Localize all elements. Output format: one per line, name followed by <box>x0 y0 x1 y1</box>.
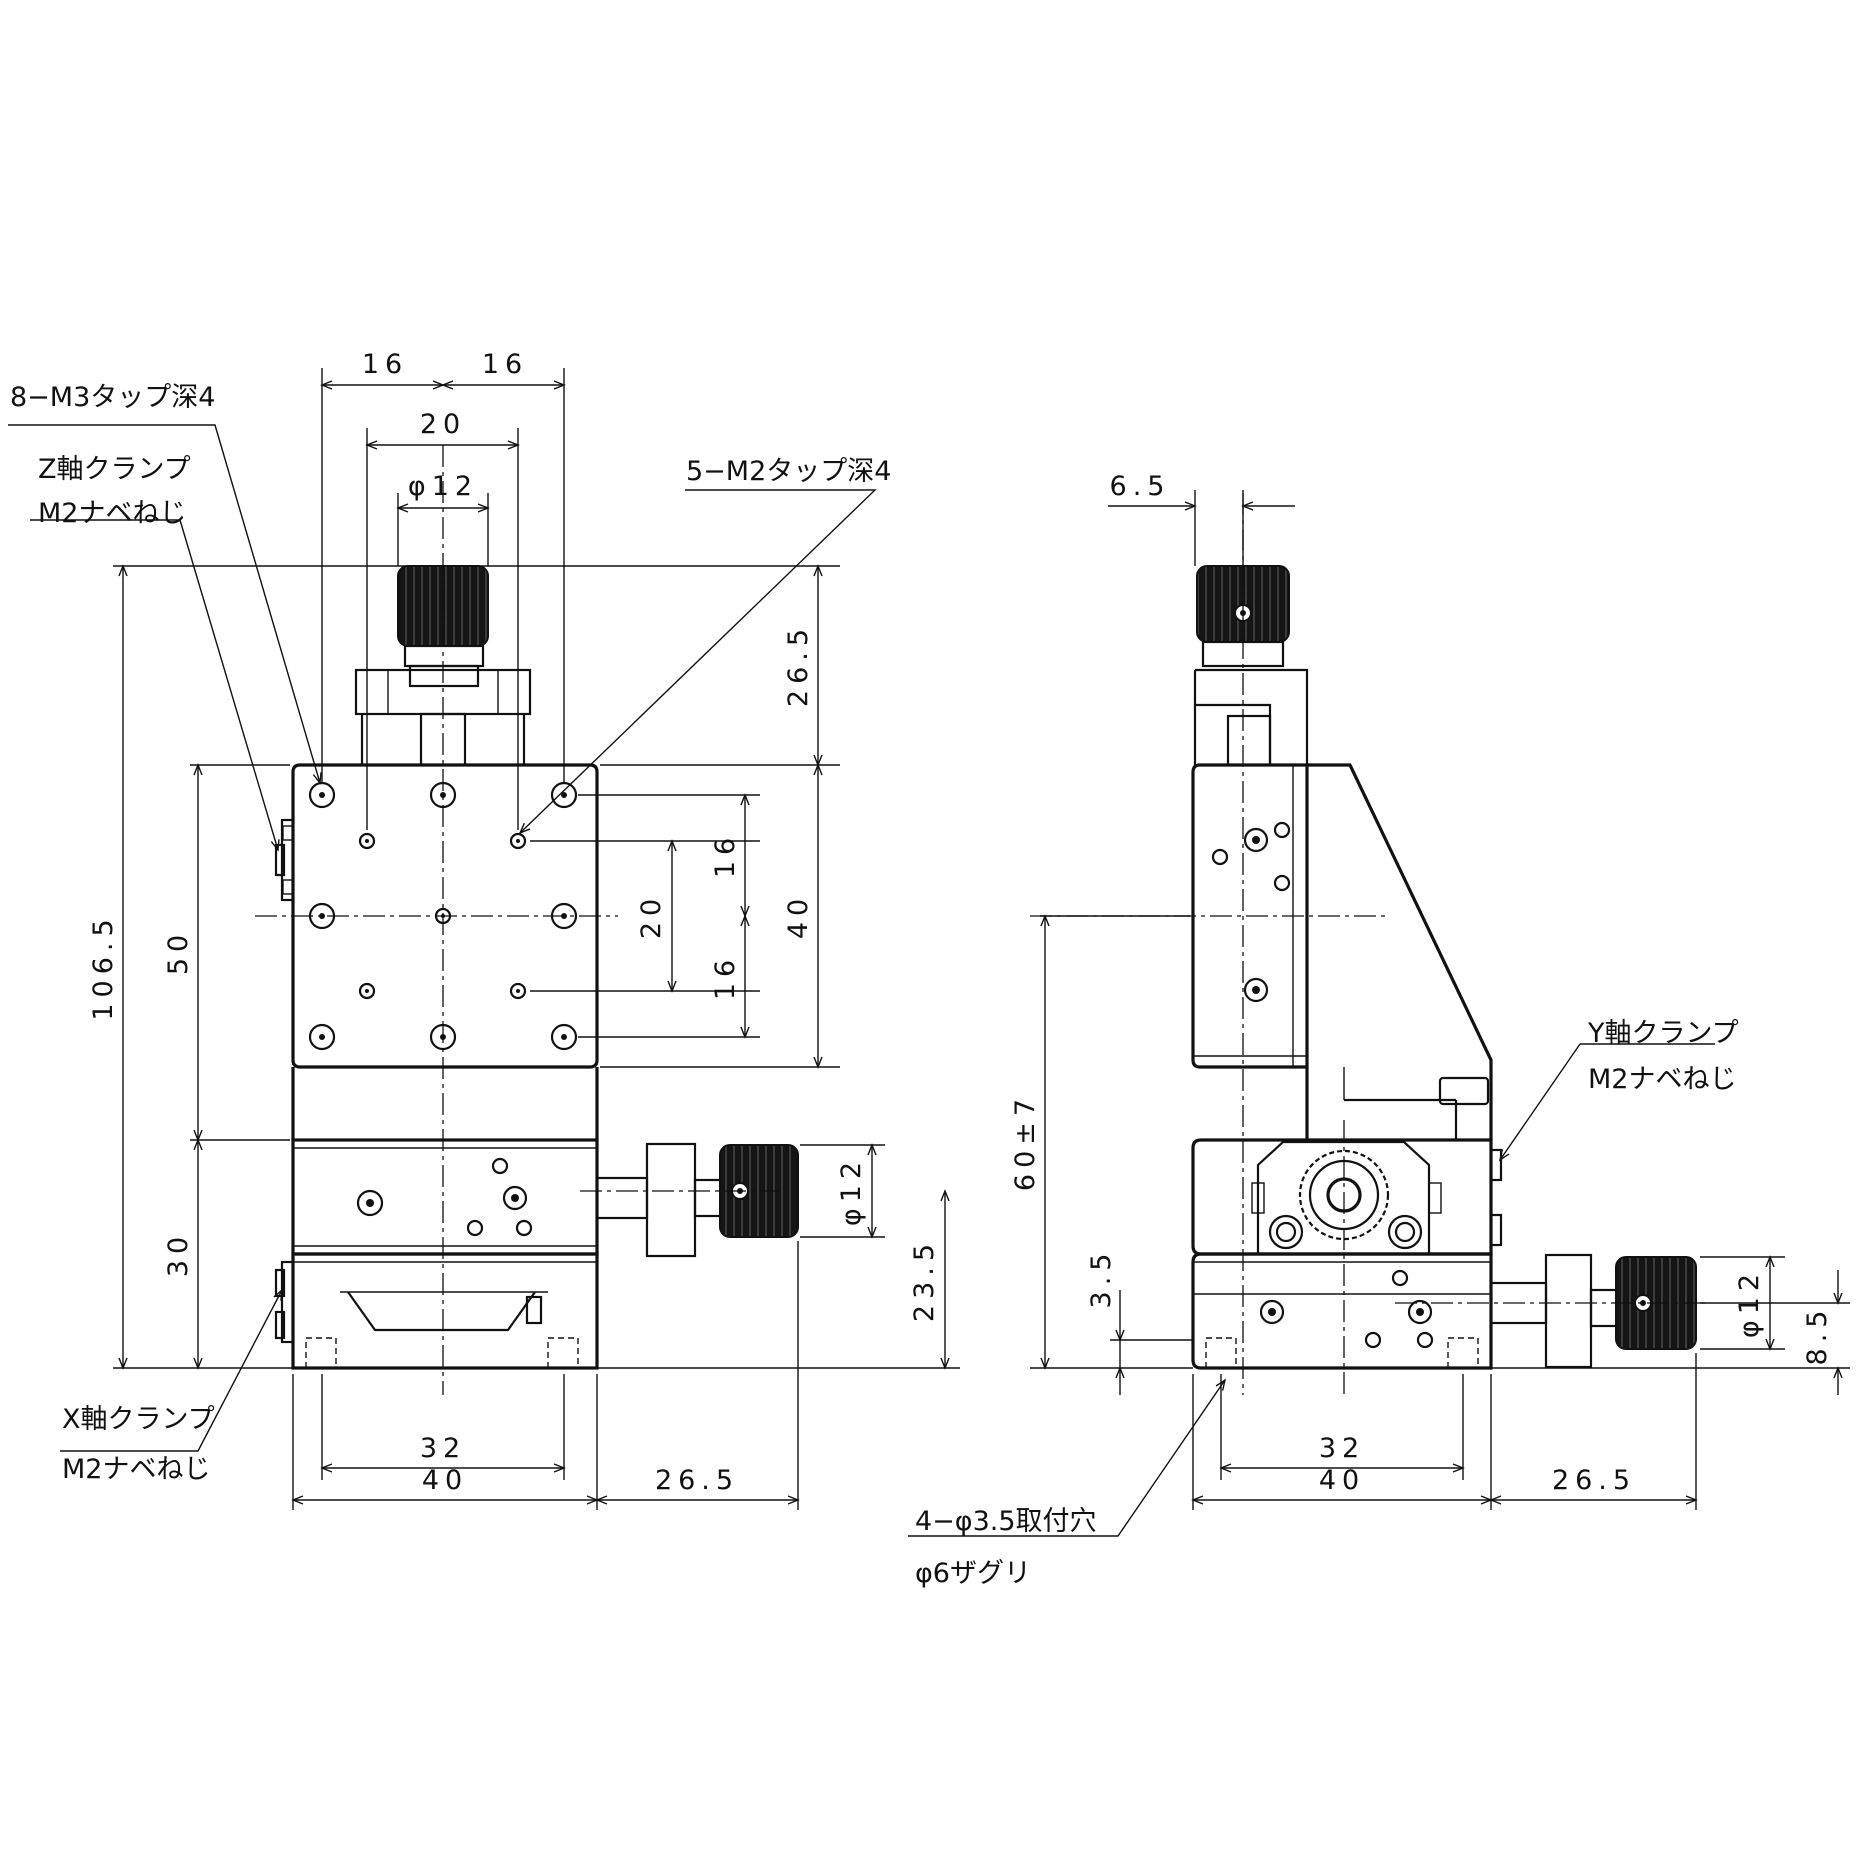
m3-hole <box>308 781 336 809</box>
callout-m2-tap: 5−M2タップ深4 <box>686 456 891 487</box>
m3-hole <box>308 1023 336 1051</box>
dim-knob-23-5: 23.5 <box>909 1238 940 1322</box>
dim-side-8-5: 8.5 <box>1802 1305 1833 1366</box>
x-base <box>274 1252 599 1370</box>
side-gusset <box>1305 763 1493 1140</box>
front-dimension-lines <box>118 380 950 1505</box>
dim-right-16-lower: 16 <box>710 954 741 1000</box>
m3-hole <box>550 781 578 809</box>
dim-height-30: 30 <box>163 1231 194 1277</box>
dim-side-bottom-40: 40 <box>1319 1465 1365 1496</box>
side-leaders <box>908 1043 1715 1537</box>
callout-x-clamp-title: X軸クランプ <box>62 1404 215 1435</box>
x-knob <box>595 1142 799 1258</box>
callout-mount-holes: 4−φ3.5取付穴 <box>915 1506 1097 1537</box>
front-extension-lines <box>113 368 960 1510</box>
dim-bottom-40: 40 <box>422 1465 468 1496</box>
dim-bottom-26-5: 26.5 <box>655 1465 739 1496</box>
dim-side-60: 60±7 <box>1010 1093 1041 1191</box>
callout-z-clamp-title: Z軸クランプ <box>38 454 191 485</box>
side-dimension-text: 6.5 60±7 3.5 φ12 8.5 32 40 26.5 <box>1010 471 1833 1496</box>
callout-m3-tap: 8−M3タップ深4 <box>10 382 215 413</box>
dim-top-16-right: 16 <box>482 349 528 380</box>
dim-side-3-5: 3.5 <box>1086 1248 1117 1309</box>
dim-height-106-5: 106.5 <box>88 913 119 1020</box>
front-leaders <box>8 424 877 1452</box>
side-y-stage <box>1191 1138 1503 1256</box>
m2-holes <box>358 832 527 1000</box>
dim-top-16-left: 16 <box>362 349 408 380</box>
callout-y-clamp-screw: M2ナベねじ <box>1588 1064 1736 1095</box>
dim-right-40: 40 <box>783 893 814 939</box>
dim-side-bottom-26-5: 26.5 <box>1552 1465 1636 1496</box>
dim-side-6-5: 6.5 <box>1110 471 1171 502</box>
m2-hole <box>509 982 527 1000</box>
side-view: 6.5 60±7 3.5 φ12 8.5 32 40 26.5 Y軸クランプ M… <box>908 471 1850 1589</box>
side-dimension-lines <box>1040 501 1850 1505</box>
m3-hole <box>550 1023 578 1051</box>
side-y-knob <box>1489 1253 1697 1369</box>
dim-knob-phi12: φ12 <box>836 1156 867 1226</box>
dim-top-20: 20 <box>420 409 466 440</box>
front-view: 16 16 20 φ12 106.5 50 30 26.5 40 20 16 1… <box>8 349 960 1510</box>
dim-top-phi12: φ12 <box>408 471 478 502</box>
front-callouts: 8−M3タップ深4 Z軸クランプ M2ナベねじ 5−M2タップ深4 X軸クランプ… <box>10 382 891 1485</box>
front-centerlines <box>255 445 780 1395</box>
dim-side-knob-phi12: φ12 <box>1734 1268 1765 1338</box>
m2-hole <box>358 982 376 1000</box>
y-stage <box>291 1138 599 1256</box>
dim-right-26-5: 26.5 <box>783 623 814 707</box>
dim-bottom-32: 32 <box>420 1433 466 1464</box>
side-x-base <box>1191 1252 1493 1370</box>
dim-right-16-upper: 16 <box>710 832 741 878</box>
dim-side-bottom-32: 32 <box>1319 1433 1365 1464</box>
side-bracket <box>1193 668 1309 767</box>
m2-hole <box>509 832 527 850</box>
callout-counterbore: φ6ザグリ <box>915 1558 1031 1589</box>
z-table <box>274 763 599 1140</box>
dim-height-50: 50 <box>163 929 194 975</box>
m2-hole <box>358 832 376 850</box>
dim-right-20: 20 <box>636 893 667 939</box>
side-centerlines <box>1030 493 1710 1395</box>
front-dimension-text: 16 16 20 φ12 106.5 50 30 26.5 40 20 16 1… <box>88 349 940 1496</box>
callout-z-clamp-screw: M2ナベねじ <box>38 498 186 529</box>
side-callouts: Y軸クランプ M2ナベねじ 4−φ3.5取付穴 φ6ザグリ <box>915 1018 1739 1589</box>
callout-x-clamp-screw: M2ナベねじ <box>62 1454 210 1485</box>
side-extension-lines <box>1030 490 1850 1510</box>
callout-y-clamp-title: Y軸クランプ <box>1587 1018 1739 1049</box>
